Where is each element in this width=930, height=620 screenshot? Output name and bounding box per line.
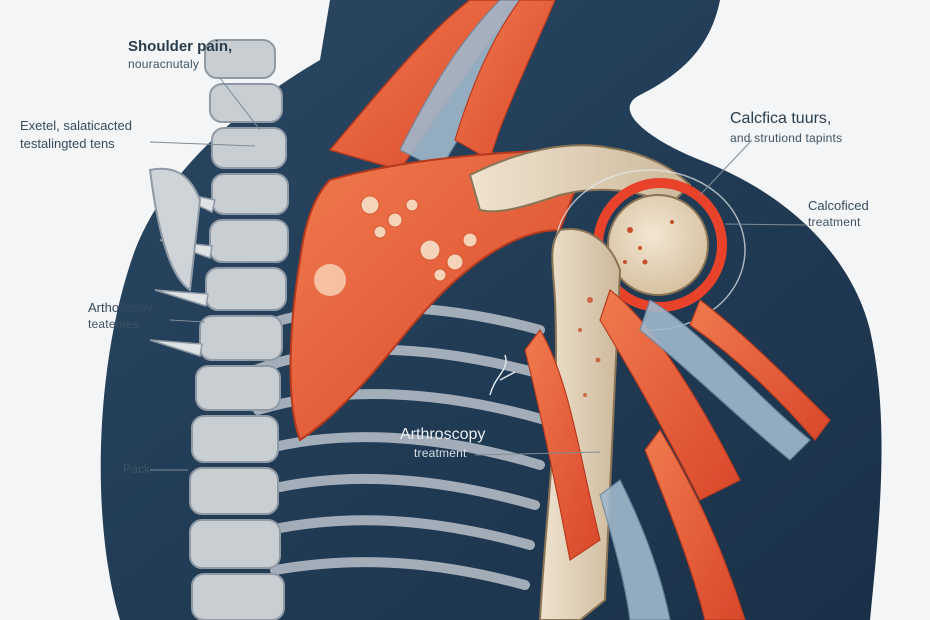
- humerus-pits: [578, 297, 601, 397]
- label-calcifica: Calcfica tuurs, and strutiond tapints: [730, 110, 842, 145]
- scapula-texture: [360, 195, 478, 282]
- label-shoulder-pain: Shoulder pain, nouracnutaly: [128, 38, 232, 71]
- label-shoulder-pain-line2: nouracnutaly: [128, 57, 200, 71]
- label-calcoficed: Calcoficed treatment: [808, 198, 869, 229]
- humerus: [538, 228, 622, 620]
- label-pack-line1: Pack: [123, 462, 151, 476]
- label-calcifica-line2: and strutiond tapints: [730, 131, 843, 145]
- label-arthroscopy-left-line2: teatemes: [88, 317, 139, 331]
- left-bone-fragment: [148, 167, 202, 292]
- label-exetel-line1: Exetel, salaticacted: [20, 118, 133, 133]
- arm-muscles: [524, 289, 831, 620]
- label-calcoficed-line2: treatment: [808, 215, 861, 229]
- neck-muscles: [328, 0, 556, 171]
- label-calcoficed-line1: Calcoficed: [808, 198, 869, 213]
- label-arthroscopy-center: Arthroscopy treatment: [400, 426, 485, 460]
- humeral-head: [607, 194, 709, 296]
- label-arthroscopy-left-line1: Arthoscopy: [88, 300, 154, 315]
- label-arthroscopy-left: Arthoscopy teatemes: [88, 300, 153, 331]
- scapula-muscle: [289, 148, 592, 442]
- spine: [189, 39, 289, 620]
- calcification-dots: [623, 220, 674, 265]
- label-calcifica-line1: Calcfica tuurs,: [730, 110, 832, 127]
- label-arthroscopy-center-line1: Arthroscopy: [400, 426, 486, 443]
- clavicle: [468, 144, 692, 213]
- starburst-spot: [314, 264, 346, 296]
- nerve-sparkle: [489, 354, 516, 396]
- label-arthroscopy-center-line2: treatment: [414, 446, 467, 460]
- label-exetel-line2: testalingted tens: [20, 136, 115, 151]
- label-exetel: Exetel, salaticacted testalingted tens: [20, 118, 132, 151]
- label-shoulder-pain-line1: Shoulder pain,: [128, 38, 233, 55]
- label-pack: Pack: [123, 462, 150, 476]
- leader-lines: [149, 77, 806, 471]
